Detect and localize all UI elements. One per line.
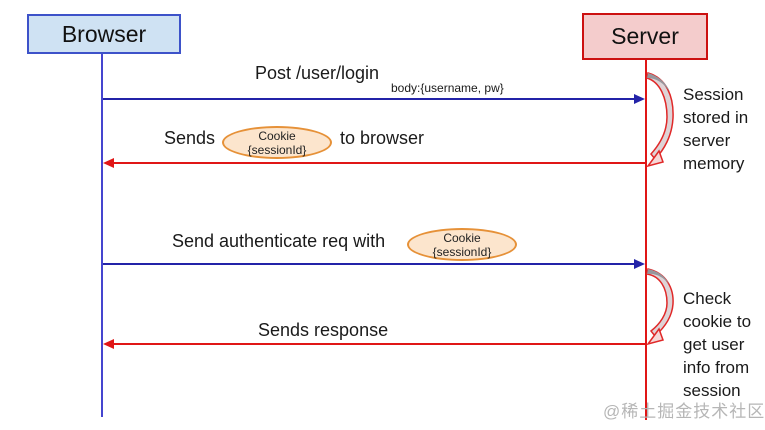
actor-box-server: Server (582, 13, 708, 60)
arrowhead-left-icon (103, 339, 114, 349)
actor-label-server: Server (611, 23, 679, 49)
self-loop-arrow-icon (646, 268, 674, 346)
message-label-login: Post /user/login (255, 63, 380, 83)
message-label-authenticate: Send authenticate req with (172, 231, 386, 251)
self-loop-arrow-icon (646, 72, 674, 168)
arrowhead-right-icon (634, 259, 645, 269)
browser-lifeline (101, 54, 103, 417)
message-label-to-browser: to browser (340, 128, 425, 148)
arrowhead-left-icon (103, 158, 114, 168)
message-label-response: Sends response (258, 320, 389, 340)
message-label-sends: Sends (164, 128, 216, 148)
arrowhead-right-icon (634, 94, 645, 104)
annotation-check-cookie: Check cookie to get user info from sessi… (683, 289, 752, 400)
message-arrow-response (113, 343, 645, 345)
message-arrow-login (103, 98, 635, 100)
actor-box-browser: Browser (27, 14, 181, 54)
message-arrow-send-cookie (113, 162, 645, 164)
cookie-value: {sessionId} (432, 244, 492, 259)
cookie-name: Cookie (443, 230, 481, 245)
cookie-ellipse: Cookie {sessionId} (222, 126, 332, 159)
cookie-name: Cookie (258, 128, 296, 143)
actor-label-browser: Browser (61, 20, 147, 47)
watermark: @稀土掘金技术社区 (603, 402, 765, 421)
server-lifeline (645, 60, 647, 420)
message-sublabel-login-body: body:{username, pw} (391, 81, 504, 95)
annotation-session-stored: Session stored in server memory (683, 85, 749, 173)
cookie-value: {sessionId} (247, 142, 307, 157)
cookie-ellipse: Cookie {sessionId} (407, 228, 517, 261)
message-arrow-authenticate (103, 263, 635, 265)
